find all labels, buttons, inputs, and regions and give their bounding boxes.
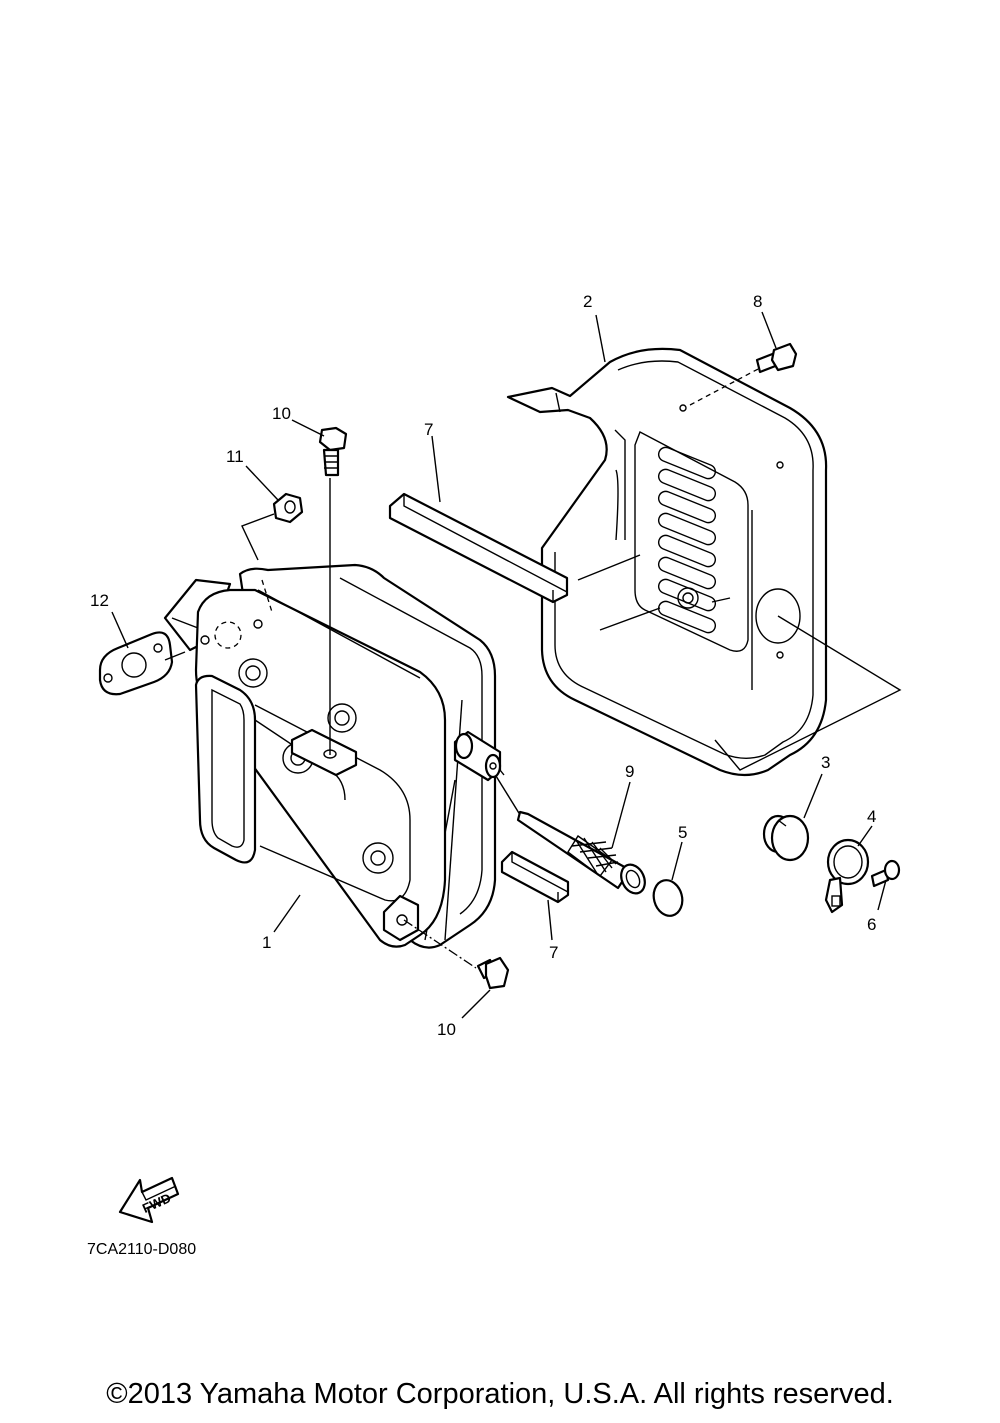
grommet-part-3 (762, 814, 810, 862)
callout-9: 9 (611, 762, 634, 849)
damper-strip-part-7-lower (500, 850, 570, 904)
svg-text:10: 10 (437, 1020, 456, 1039)
bolt-part-8 (755, 342, 798, 374)
svg-text:4: 4 (867, 807, 876, 826)
svg-text:3: 3 (821, 753, 830, 772)
bolt-part-10-upper (318, 426, 348, 477)
svg-text:8: 8 (753, 292, 762, 311)
spark-arrester-part-9 (495, 775, 646, 895)
svg-text:5: 5 (678, 823, 687, 842)
muffler-protector-part-2 (506, 347, 828, 777)
svg-text:1: 1 (262, 933, 271, 952)
fwd-arrow-icon: FWD (118, 1176, 180, 1224)
callout-2: 2 (583, 292, 606, 363)
cap-part-5 (652, 879, 684, 917)
svg-text:12: 12 (90, 591, 109, 610)
svg-text:7: 7 (424, 420, 433, 439)
diagram-code: 7CA2110-D080 (87, 1241, 196, 1258)
callout-8: 8 (753, 292, 777, 349)
callout-3: 3 (803, 753, 830, 819)
screw-part-6 (870, 859, 901, 888)
svg-text:7: 7 (549, 943, 558, 962)
callout-1: 1 (262, 894, 301, 952)
gasket-part-12 (98, 631, 174, 696)
callout-5: 5 (671, 823, 687, 881)
nut-part-11 (272, 492, 304, 524)
callout-7-lower: 7 (547, 899, 558, 962)
callout-10-lower: 10 (437, 989, 491, 1039)
copyright-notice: ©2013 Yamaha Motor Corporation, U.S.A. A… (106, 1378, 894, 1410)
bolt-part-10-lower (476, 956, 510, 990)
callout-4: 4 (857, 807, 876, 847)
protector-louvers (657, 446, 717, 634)
svg-text:2: 2 (583, 292, 592, 311)
svg-text:9: 9 (625, 762, 634, 781)
callout-12: 12 (90, 591, 129, 649)
svg-text:11: 11 (226, 447, 244, 466)
svg-text:6: 6 (867, 915, 876, 934)
callout-7-upper: 7 (424, 420, 441, 503)
muffler-body-part-1 (163, 563, 505, 949)
damper-strip-part-7-upper (388, 492, 569, 604)
callout-10-upper: 10 (272, 404, 325, 437)
callout-6: 6 (867, 879, 887, 934)
svg-text:10: 10 (272, 404, 291, 423)
clamp-part-4 (824, 838, 870, 914)
callout-11: 11 (226, 447, 279, 501)
